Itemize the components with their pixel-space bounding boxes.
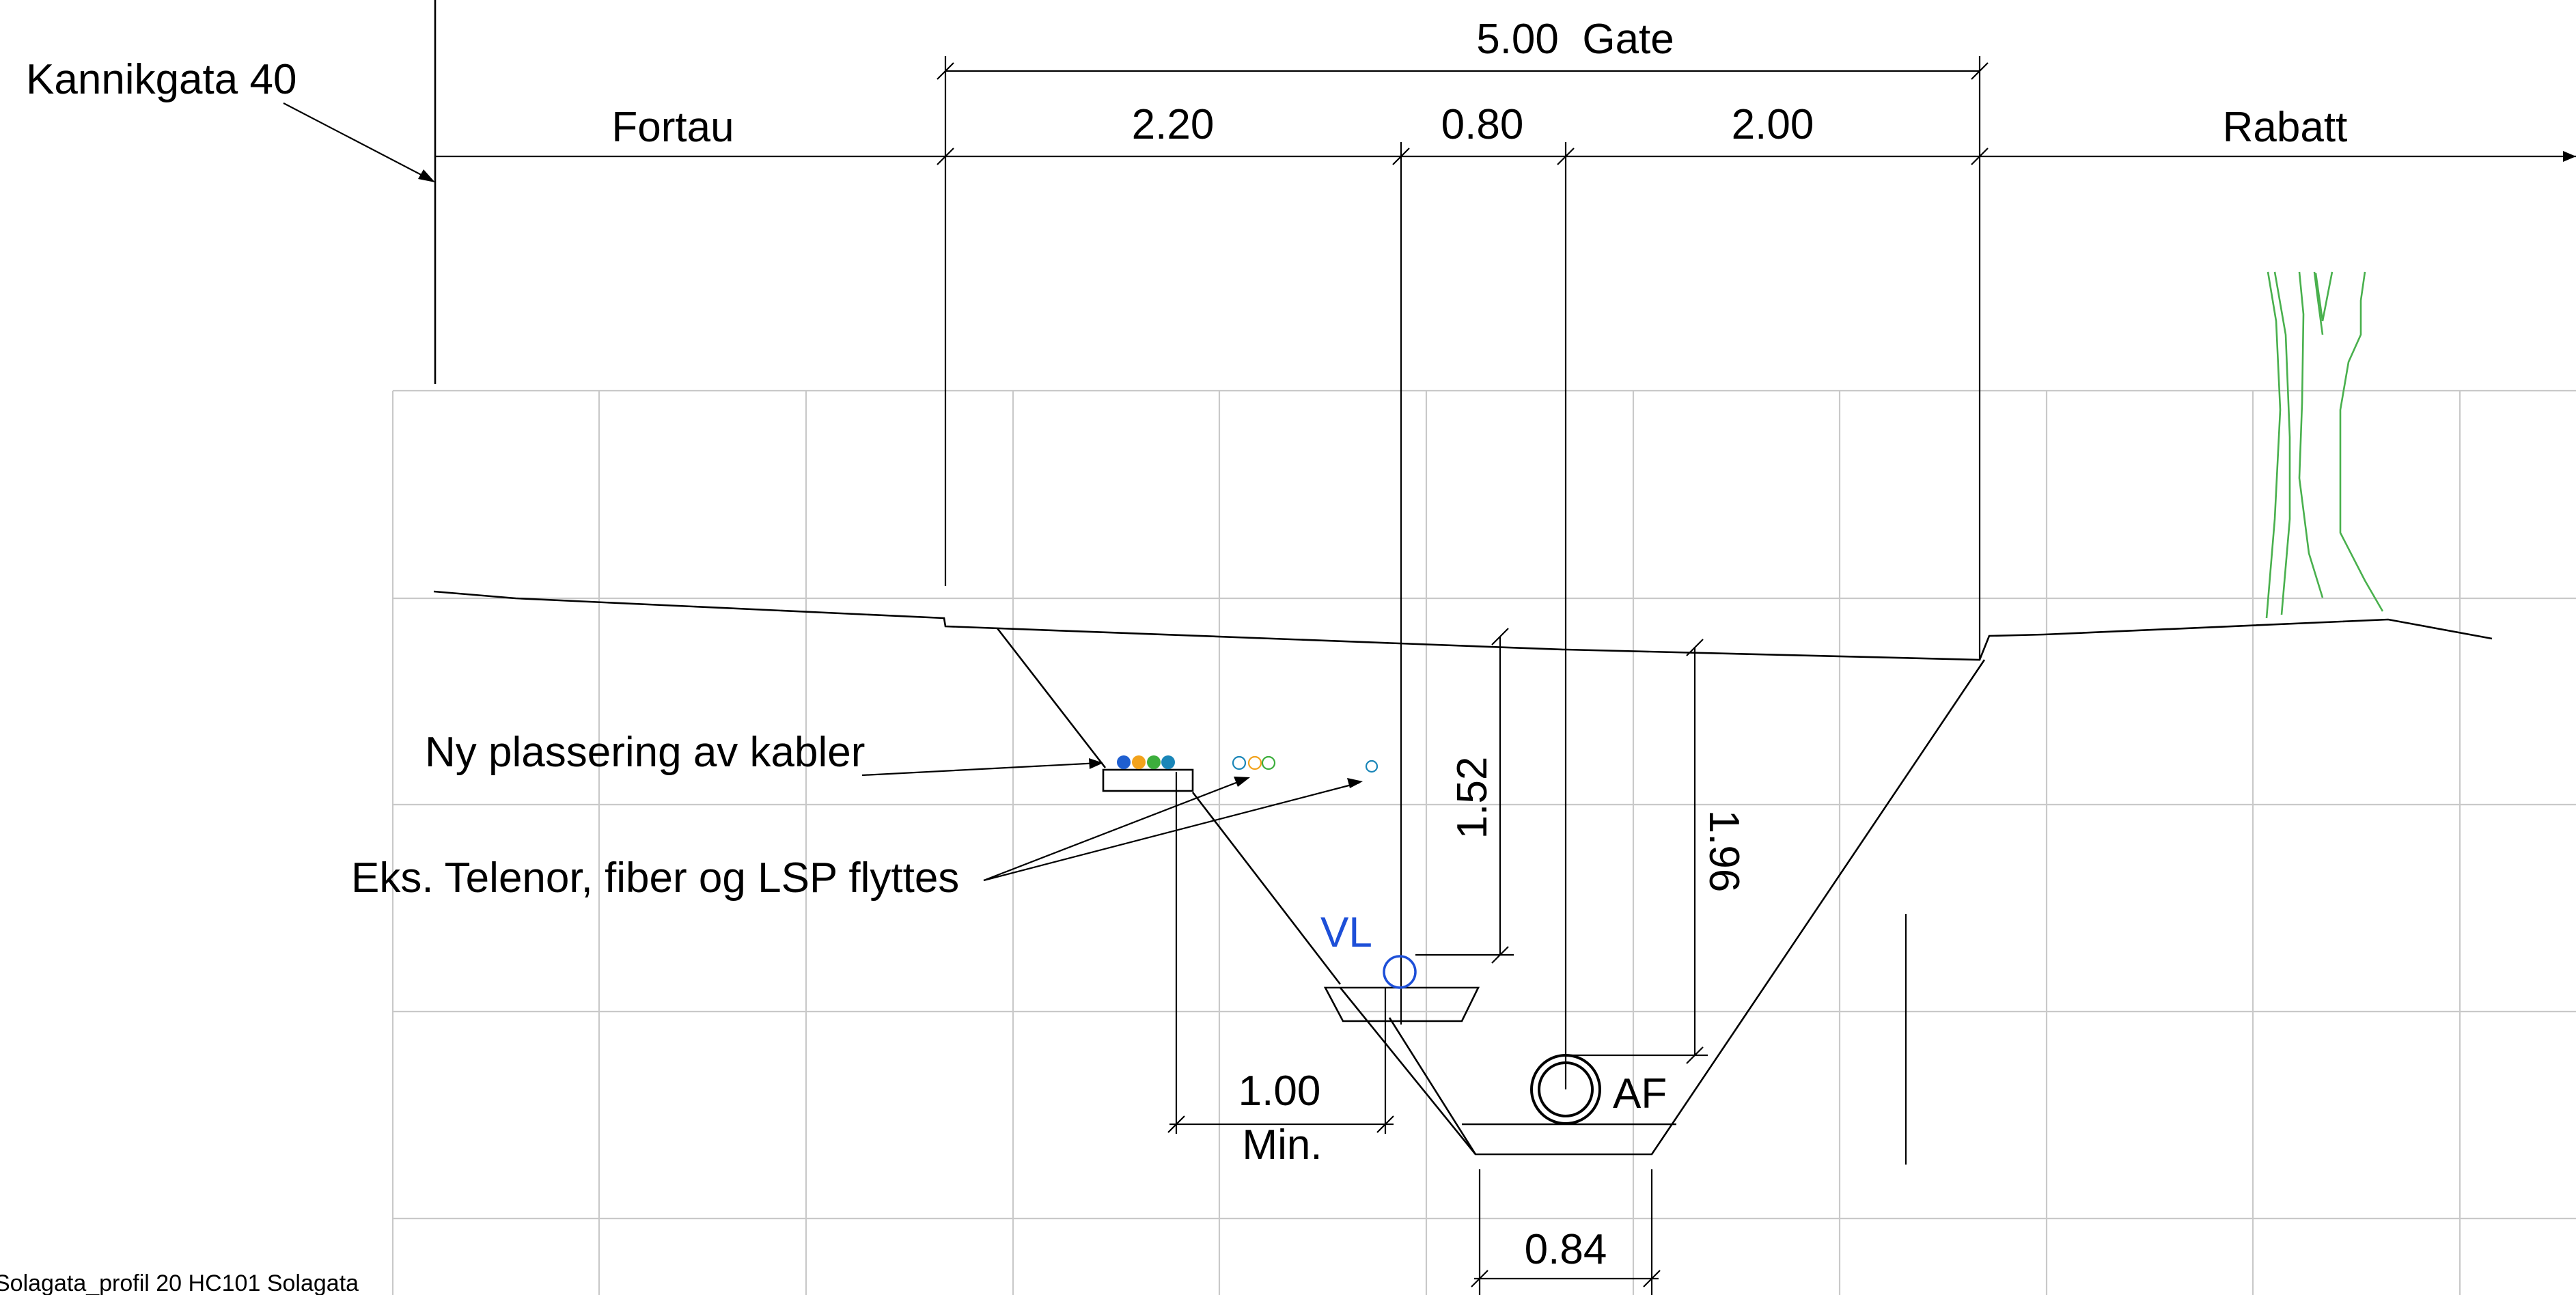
existing-cables (1232, 755, 1379, 773)
bottom-width-dimension (1471, 1169, 1661, 1295)
zone-label-rabatt: Rabatt (2223, 104, 2348, 151)
depth-dimension-vl (1415, 628, 1514, 964)
cable-bed (1102, 755, 1194, 792)
bottom-width-label: 0.84 (1525, 1226, 1607, 1273)
min-distance-label: 1.00 (1238, 1068, 1321, 1115)
sheet-label: Solagata_profil 20 HC101 Solagata (0, 1270, 359, 1295)
new-cables-label: Ny plassering av kabler (425, 729, 865, 776)
dimension-2-20: 2.20 (1132, 101, 1215, 148)
background-grid (391, 389, 2576, 1295)
new-cables-leader (861, 762, 1100, 777)
water-line-label: VL (1320, 909, 1372, 956)
reference-label: Kannikgata 40 (26, 56, 296, 103)
existing-cables-leaders (983, 777, 1363, 882)
sewer-label: AF (1613, 1070, 1667, 1117)
min-suffix-label: Min. (1242, 1122, 1322, 1169)
min-distance-dimension (1167, 772, 1394, 1134)
depth-dimension-af (1566, 639, 1708, 1064)
gate-width-label: 5.00 Gate (1476, 16, 1674, 63)
terrain-surface (433, 590, 2493, 661)
dimension-2-00: 2.00 (1732, 101, 1814, 148)
depth-1-96-label: 1.96 (1700, 810, 1747, 893)
zone-label-fortau: Fortau (611, 104, 734, 151)
dimension-lines (435, 56, 2576, 1089)
depth-1-52-label: 1.52 (1449, 757, 1496, 839)
existing-cables-label: Eks. Telenor, fiber og LSP flyttes (351, 854, 959, 902)
water-line-bedding (1323, 986, 1480, 1022)
tree-icon (2265, 271, 2384, 619)
dimension-0-80: 0.80 (1441, 101, 1524, 148)
property-boundary (283, 0, 437, 384)
excavation-trench (996, 628, 1986, 1156)
water-line-pipe (1383, 955, 1417, 989)
